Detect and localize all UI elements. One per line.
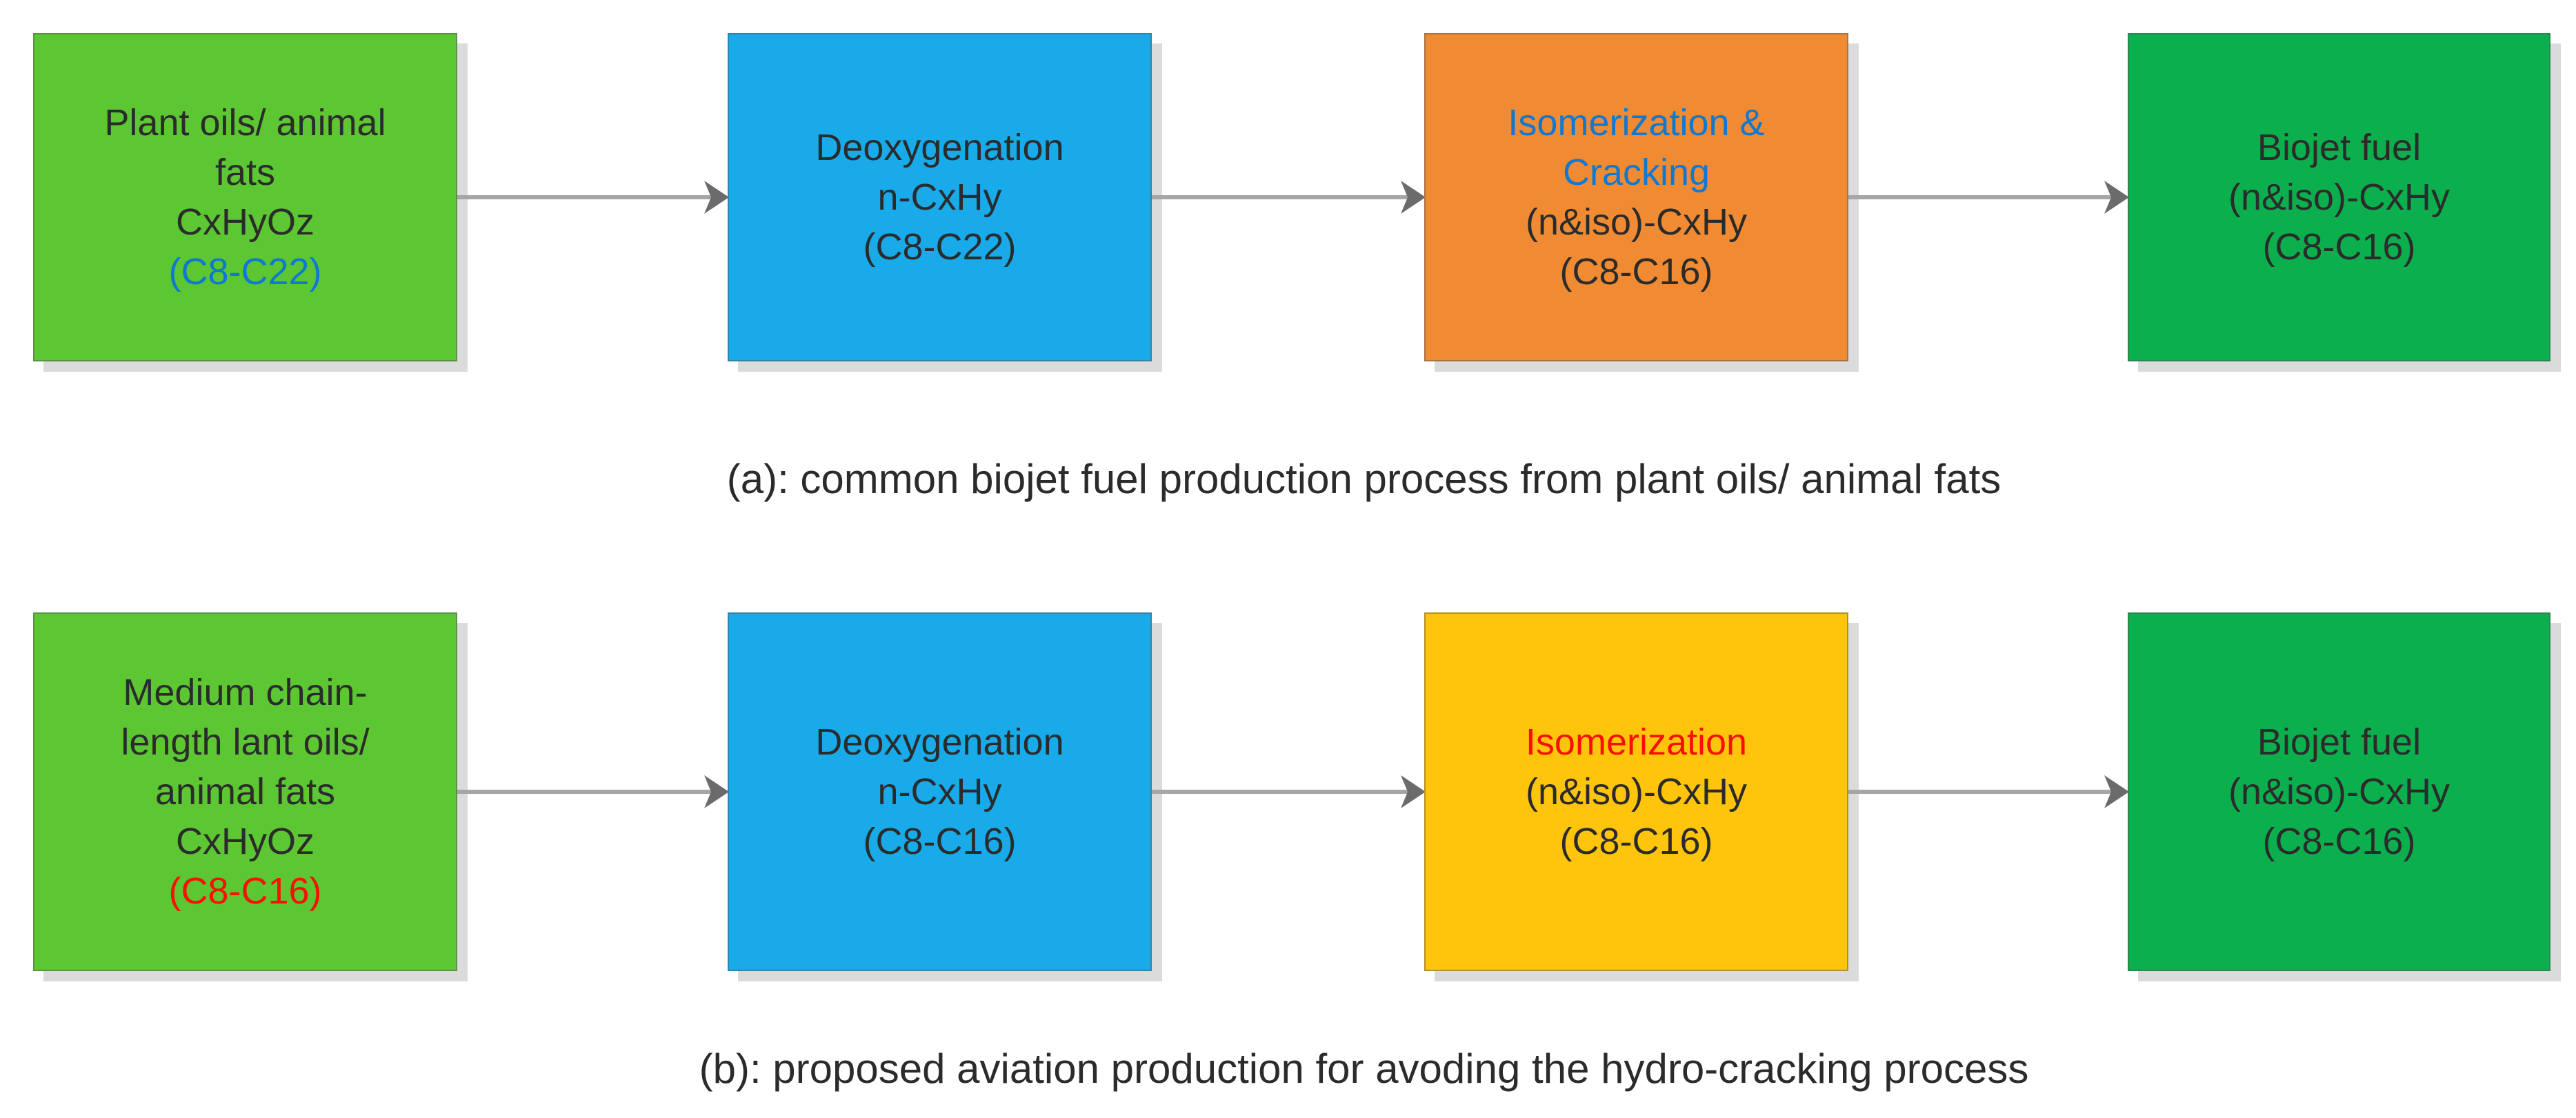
box-deoxygenation-b: Deoxygenation n-CxHy (C8-C16) (728, 612, 1152, 971)
box-text-line: (C8-C16) (2262, 226, 2416, 268)
arrow-head-icon (704, 181, 729, 214)
box-text-line: (n&iso)-CxHy (2228, 771, 2450, 812)
box-text-line: (n&iso)-CxHy (1525, 201, 1748, 243)
arrow-shaft (1848, 790, 2117, 794)
box-text-line: n-CxHy (877, 177, 1002, 218)
box-text-line: (C8-C16) (1559, 821, 1713, 862)
box-text-line: (C8-C22) (863, 226, 1017, 268)
flow-arrow-b-1 (457, 775, 729, 808)
box-text-line: Biojet fuel (2257, 721, 2422, 763)
box-feedstock-a: Plant oils/ animal fats CxHyOz (C8-C22) (33, 33, 457, 361)
box-text-line: (n&iso)-CxHy (2228, 177, 2450, 218)
flow-arrow-a-2 (1152, 181, 1426, 214)
flow-arrow-a-1 (457, 181, 729, 214)
arrow-shaft (457, 790, 717, 794)
caption-b: (b): proposed aviation production for av… (699, 1046, 2029, 1092)
box-text-line: CxHyOz (176, 201, 314, 243)
arrow-head-icon (1401, 181, 1426, 214)
arrow-head-icon (2104, 181, 2129, 214)
box-text-line: Isomerization (1525, 721, 1748, 763)
box-text-line: Biojet fuel (2257, 127, 2422, 168)
box-text-line: Deoxygenation (815, 127, 1064, 168)
arrow-shaft (1152, 790, 1413, 794)
arrow-head-icon (1401, 775, 1426, 808)
box-deoxygenation-a: Deoxygenation n-CxHy (C8-C22) (728, 33, 1152, 361)
box-biojet-fuel-a: Biojet fuel (n&iso)-CxHy (C8-C16) (2128, 33, 2550, 361)
box-text-line: (C8-C16) (863, 821, 1017, 862)
box-isomerization-cracking-a: Isomerization & Cracking (n&iso)-CxHy (C… (1424, 33, 1848, 361)
box-text-line: (C8-C16) (2262, 821, 2416, 862)
box-isomerization-b: Isomerization (n&iso)-CxHy (C8-C16) (1424, 612, 1848, 971)
arrow-shaft (1152, 195, 1413, 199)
box-text-line: fats (214, 152, 276, 193)
box-feedstock-b: Medium chain- length lant oils/ animal f… (33, 612, 457, 971)
box-text-line: (C8-C22) (168, 251, 322, 292)
box-text-line: Isomerization & (1508, 102, 1765, 143)
box-text-line: Medium chain- (123, 672, 368, 713)
arrow-shaft (1848, 195, 2117, 199)
flow-arrow-b-2 (1152, 775, 1426, 808)
arrow-head-icon (2104, 775, 2129, 808)
box-text-line: (n&iso)-CxHy (1525, 771, 1748, 812)
box-text-line: length lant oils/ (121, 721, 370, 763)
flow-arrow-a-3 (1848, 181, 2129, 214)
flow-arrow-b-3 (1848, 775, 2129, 808)
arrow-shaft (457, 195, 717, 199)
arrow-head-icon (704, 775, 729, 808)
box-text-line: (C8-C16) (1559, 251, 1713, 292)
caption-a: (a): common biojet fuel production proce… (726, 456, 2001, 502)
box-text-line: animal fats (154, 771, 336, 812)
box-text-line: Deoxygenation (815, 721, 1064, 763)
box-text-line: Plant oils/ animal (104, 102, 386, 143)
box-biojet-fuel-b: Biojet fuel (n&iso)-CxHy (C8-C16) (2128, 612, 2550, 971)
box-text-line: Cracking (1562, 152, 1710, 193)
box-text-line: (C8-C16) (168, 870, 322, 912)
box-text-line: CxHyOz (176, 821, 314, 862)
box-text-line: n-CxHy (877, 771, 1002, 812)
